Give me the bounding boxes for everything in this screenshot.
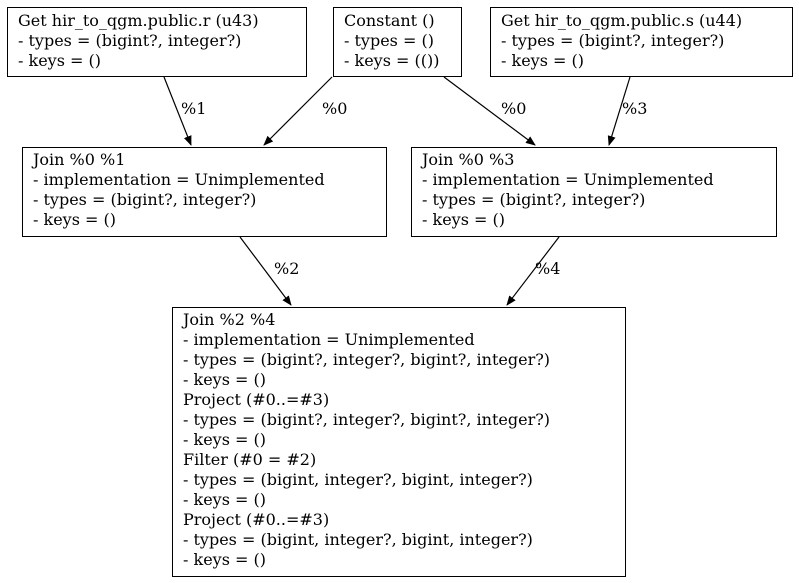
node-property-line: - keys = () — [183, 490, 266, 509]
edge-s-to-join03 — [607, 76, 631, 146]
node-property-line: - implementation = Unimplemented — [422, 170, 714, 189]
node-property-line: Project (#0..=#3) — [183, 390, 330, 409]
node-property-line: Project (#0..=#3) — [183, 510, 330, 529]
edge-r-to-join01 — [163, 76, 192, 146]
node-title: Constant () — [344, 11, 435, 30]
node-property-line: - keys = () — [183, 370, 266, 389]
node-get-s: Get hir_to_qgm.public.s (u44)- types = (… — [490, 7, 793, 77]
edge-label-s-to-join03: %3 — [622, 99, 648, 118]
node-property-line: - implementation = Unimplemented — [33, 170, 325, 189]
node-property-line: - types = (bigint, integer?, bigint, int… — [183, 530, 533, 549]
node-title: Join %0 %1 — [33, 150, 126, 169]
node-property-line: - keys = () — [18, 51, 101, 70]
node-title: Get hir_to_qgm.public.s (u44) — [501, 11, 743, 30]
node-property-line: - types = (bigint?, integer?, bigint?, i… — [183, 350, 551, 369]
node-constant: Constant ()- types = ()- keys = (()) — [333, 7, 462, 77]
edge-constant-to-join01 — [263, 76, 333, 146]
edge-join01-to-join24 — [239, 236, 292, 306]
node-property-line: - implementation = Unimplemented — [183, 330, 475, 349]
node-property-line: Filter (#0 = #2) — [183, 450, 317, 469]
edge-constant-to-join03 — [443, 76, 536, 146]
edge-label-join03-to-join24: %4 — [535, 259, 561, 278]
edge-label-constant-to-join03: %0 — [501, 99, 527, 118]
edge-join03-to-join24 — [506, 236, 560, 306]
node-property-line: - keys = (()) — [344, 51, 440, 70]
node-property-line: - keys = () — [33, 210, 116, 229]
edge-label-join01-to-join24: %2 — [274, 259, 300, 278]
edge-label-r-to-join01: %1 — [181, 99, 207, 118]
node-property-line: - types = (bigint?, integer?) — [33, 190, 257, 209]
node-property-line: - types = (bigint?, integer?) — [18, 31, 242, 50]
node-join-0-1: Join %0 %1- implementation = Unimplement… — [22, 147, 387, 237]
node-property-line: - keys = () — [183, 550, 266, 569]
node-get-r: Get hir_to_qgm.public.r (u43)- types = (… — [7, 7, 307, 77]
node-property-line: - keys = () — [501, 51, 584, 70]
node-title: Join %0 %3 — [422, 150, 515, 169]
node-title: Get hir_to_qgm.public.r (u43) — [18, 11, 259, 30]
node-property-line: - keys = () — [183, 430, 266, 449]
node-property-line: - types = (bigint?, integer?) — [501, 31, 725, 50]
node-title: Join %2 %4 — [183, 310, 276, 329]
edge-label-constant-to-join01: %0 — [322, 99, 348, 118]
node-property-line: - types = (bigint?, integer?, bigint?, i… — [183, 410, 551, 429]
node-property-line: - keys = () — [422, 210, 505, 229]
node-property-line: - types = (bigint, integer?, bigint, int… — [183, 470, 533, 489]
node-join-0-3: Join %0 %3- implementation = Unimplement… — [411, 147, 777, 237]
node-property-line: - types = (bigint?, integer?) — [422, 190, 646, 209]
node-property-line: - types = () — [344, 31, 434, 50]
node-join-2-4: Join %2 %4- implementation = Unimplement… — [172, 307, 626, 577]
